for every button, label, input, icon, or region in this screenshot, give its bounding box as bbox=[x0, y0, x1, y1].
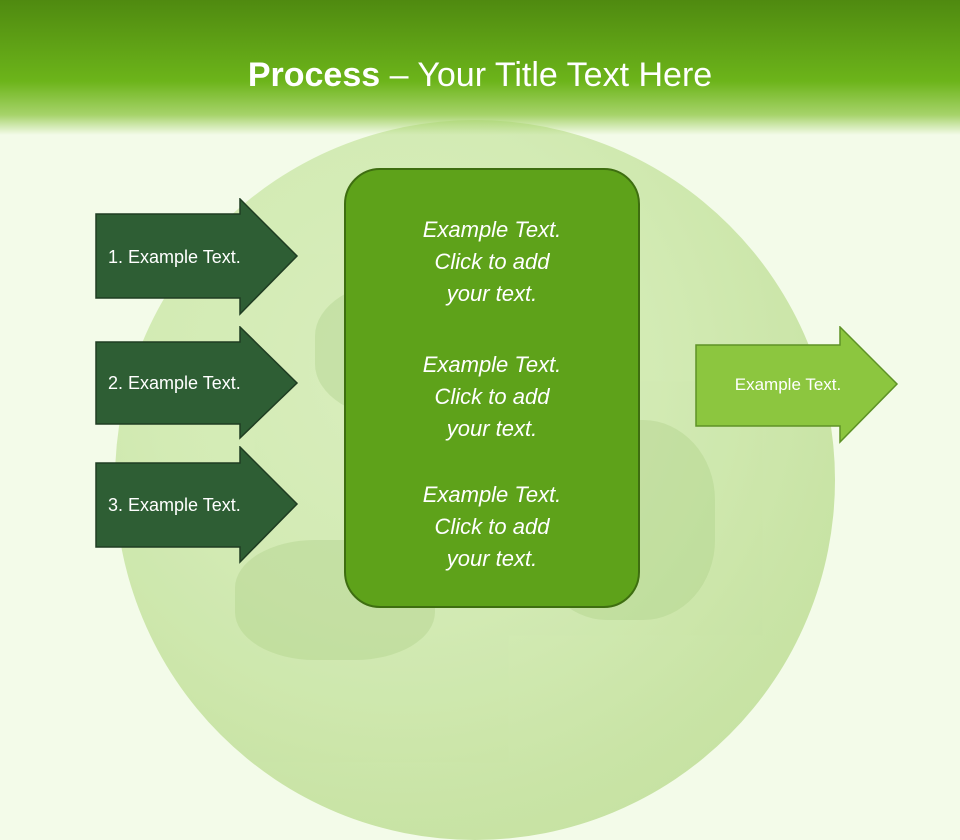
text-line: Example Text. bbox=[422, 482, 562, 507]
left-arrow-label: 1. Example Text. bbox=[108, 246, 241, 267]
title-rest: – Your Title Text Here bbox=[380, 56, 713, 94]
left-arrow-1[interactable]: 1. Example Text. bbox=[95, 198, 299, 316]
text-line: your text. bbox=[446, 546, 538, 571]
text-line: your text. bbox=[446, 416, 538, 441]
arrow-shape-icon bbox=[95, 326, 299, 440]
left-arrow-label: 2. Example Text. bbox=[108, 372, 241, 393]
arrow-shape-icon bbox=[95, 446, 299, 564]
title-bold: Process bbox=[247, 56, 381, 94]
text-line: Click to add bbox=[434, 249, 550, 274]
right-arrow-label: Example Text. bbox=[734, 375, 842, 394]
text-line: Example Text. bbox=[422, 217, 562, 242]
center-text-block-2: Example Text. Click to add your text. bbox=[346, 349, 638, 445]
right-arrow[interactable]: Example Text. bbox=[695, 326, 899, 444]
text-line: Click to add bbox=[434, 514, 550, 539]
slide-title[interactable]: Process – Your Title Text Here bbox=[0, 52, 960, 98]
text-line: your text. bbox=[446, 281, 538, 306]
center-text-box[interactable]: Example Text. Click to add your text. Ex… bbox=[344, 168, 640, 608]
center-text-block-1: Example Text. Click to add your text. bbox=[346, 214, 638, 310]
center-text-block-3: Example Text. Click to add your text. bbox=[346, 479, 638, 575]
title-bar bbox=[0, 0, 960, 135]
arrow-shape-icon bbox=[95, 198, 299, 316]
left-arrow-3[interactable]: 3. Example Text. bbox=[95, 446, 299, 564]
left-arrow-2[interactable]: 2. Example Text. bbox=[95, 326, 299, 440]
text-line: Click to add bbox=[434, 384, 550, 409]
arrow-shape-icon bbox=[695, 326, 899, 444]
left-arrow-label: 3. Example Text. bbox=[108, 494, 241, 515]
text-line: Example Text. bbox=[422, 352, 562, 377]
